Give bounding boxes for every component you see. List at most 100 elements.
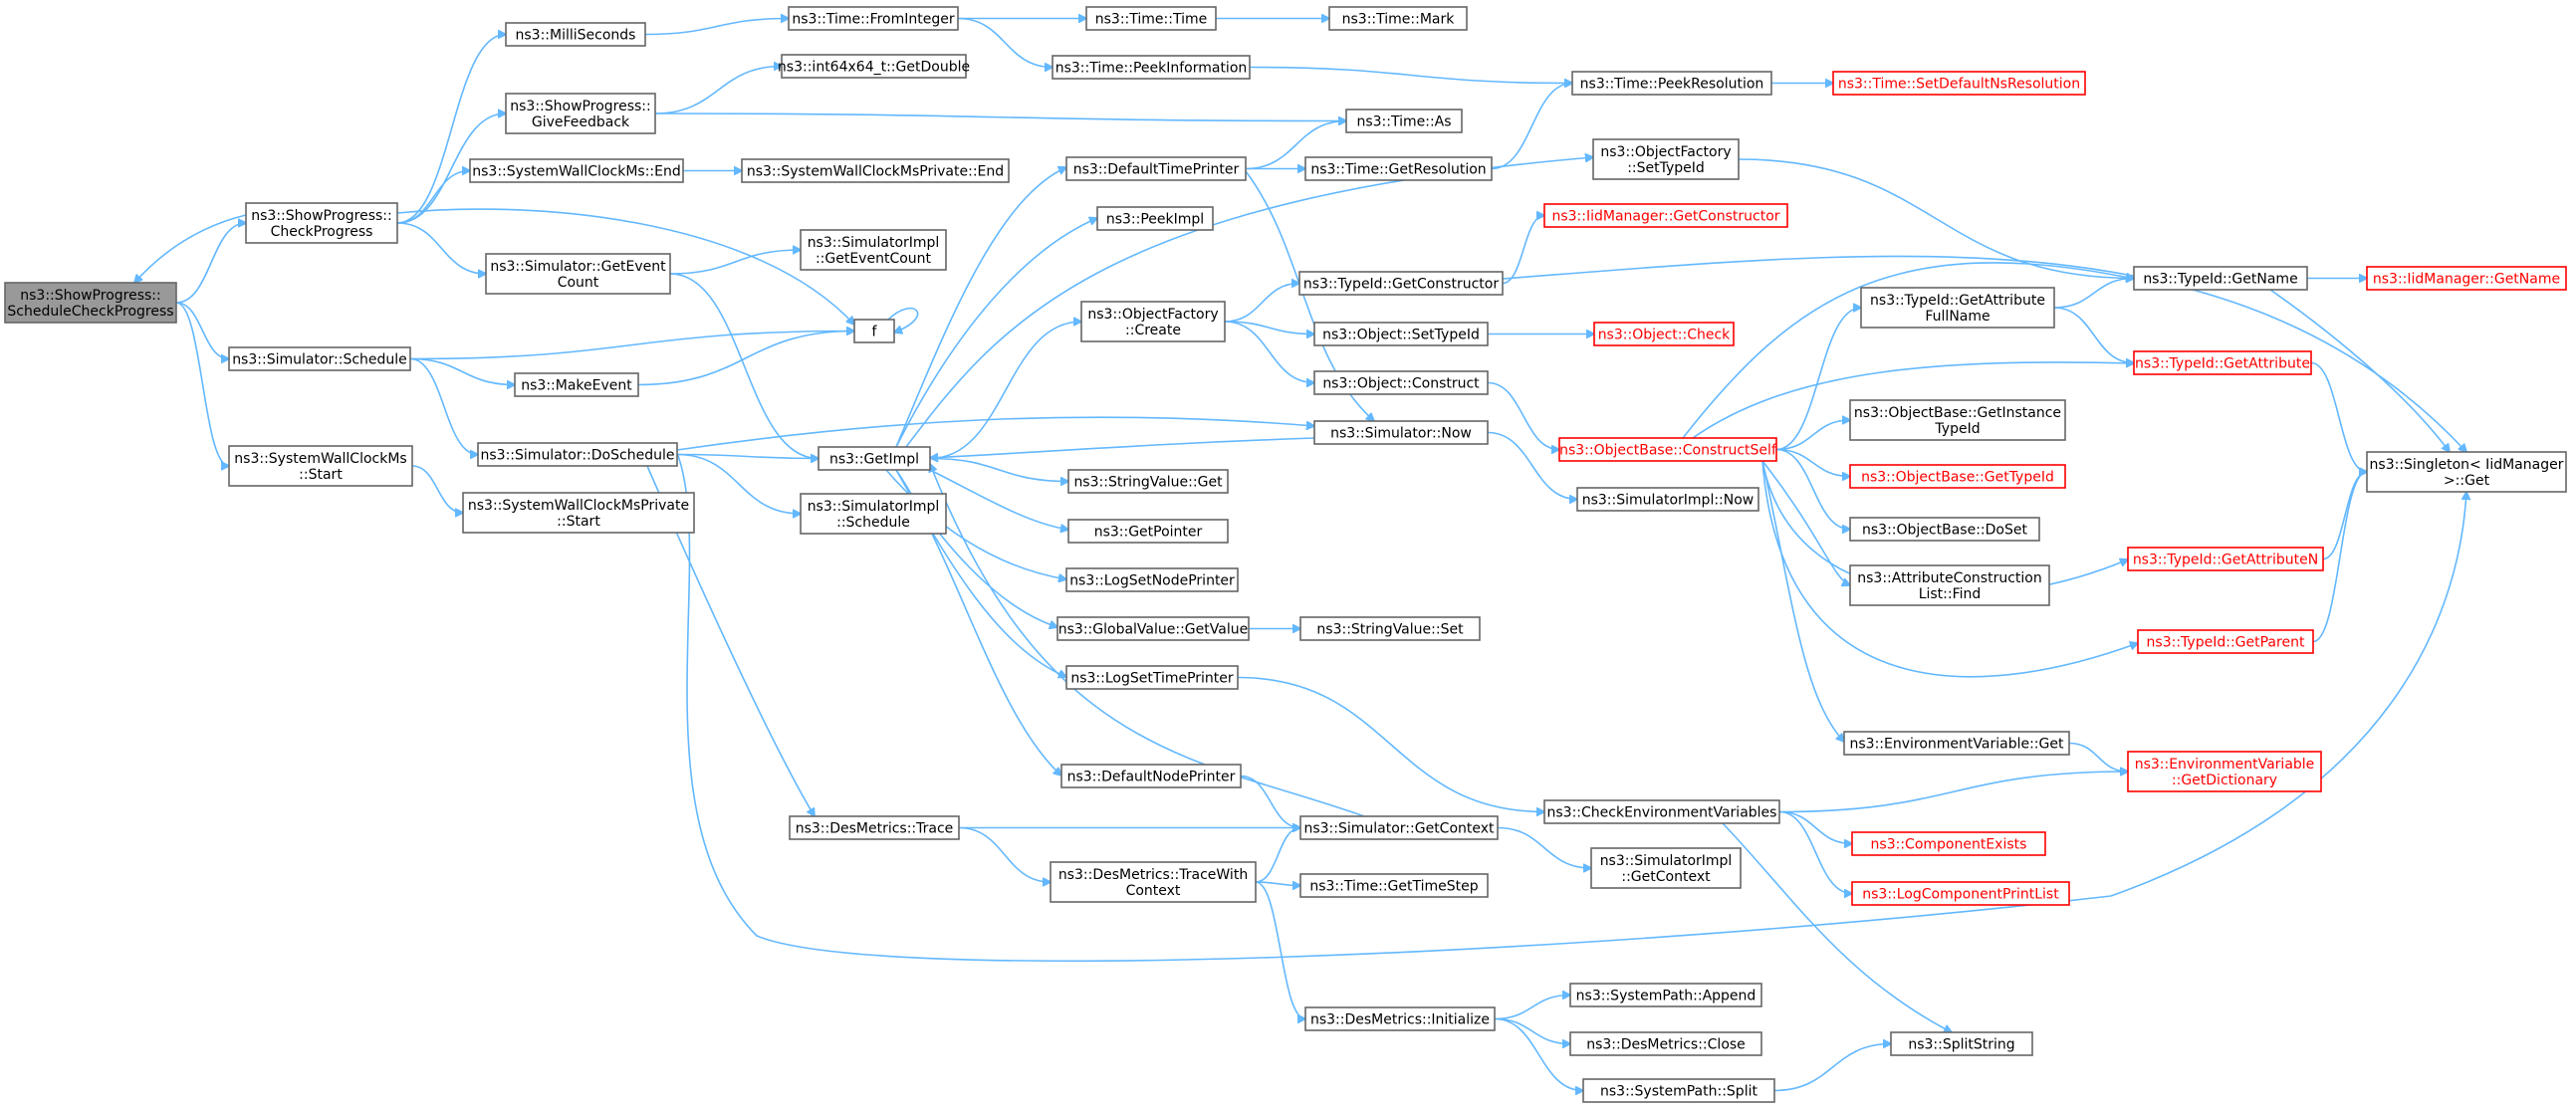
node-box[interactable] — [2366, 451, 2567, 493]
node-box[interactable] — [1067, 469, 1229, 494]
node-box[interactable] — [1569, 983, 1762, 1007]
node-box[interactable] — [1558, 437, 1777, 462]
node-simnow[interactable]: ns3::Simulator::Now — [1313, 420, 1489, 445]
node-box[interactable] — [800, 493, 947, 535]
node-box[interactable] — [1096, 206, 1214, 231]
node-box[interactable] — [1313, 370, 1489, 395]
node-box[interactable] — [1313, 420, 1489, 445]
node-box[interactable] — [853, 319, 895, 343]
node-dminit[interactable]: ns3::DesMetrics::Initialize — [1304, 1006, 1496, 1031]
node-stringset[interactable]: ns3::StringValue::Set — [1299, 616, 1481, 641]
node-wallend[interactable]: ns3::SystemWallClockMs::End — [469, 158, 684, 183]
node-box[interactable] — [1590, 847, 1742, 889]
node-defnodeprinter[interactable]: ns3::DefaultNodePrinter — [1060, 764, 1242, 788]
node-box[interactable] — [1849, 564, 2050, 606]
node-compexists[interactable]: ns3::ComponentExists — [1851, 831, 2046, 856]
node-box[interactable] — [514, 372, 639, 397]
node-schedule[interactable]: ns3::Simulator::Schedule — [228, 346, 411, 371]
node-tidgetattrn[interactable]: ns3::TypeId::GetAttributeN — [2127, 547, 2324, 571]
node-box[interactable] — [485, 253, 671, 295]
node-obdoset[interactable]: ns3::ObjectBase::DoSet — [1849, 517, 2040, 542]
node-givefeedback[interactable]: ns3::ShowProgress::GiveFeedback — [505, 93, 656, 134]
node-lognodeprinter[interactable]: ns3::LogSetNodePrinter — [1065, 567, 1239, 592]
node-box[interactable] — [789, 815, 960, 840]
node-box[interactable] — [1065, 156, 1247, 181]
node-box[interactable] — [1050, 861, 1257, 903]
node-box[interactable] — [1304, 156, 1493, 181]
node-gvgetvalue[interactable]: ns3::GlobalValue::GetValue — [1056, 616, 1250, 641]
node-box[interactable] — [462, 492, 695, 534]
node-checkprogress[interactable]: ns3::ShowProgress::CheckProgress — [245, 202, 398, 244]
node-iidgetctor[interactable]: ns3::IidManager::GetConstructor — [1543, 203, 1788, 228]
node-box[interactable] — [1582, 1078, 1775, 1103]
node-deftimeprinter[interactable]: ns3::DefaultTimePrinter — [1065, 156, 1247, 181]
node-box[interactable] — [1543, 799, 1780, 824]
node-timemark[interactable]: ns3::Time::Mark — [1328, 6, 1468, 31]
node-ofsettypeid[interactable]: ns3::ObjectFactory::SetTypeId — [1592, 138, 1740, 180]
node-box[interactable] — [1080, 301, 1226, 342]
node-f[interactable]: f — [853, 319, 895, 343]
node-implgeteventcount[interactable]: ns3::SimulatorImpl::GetEventCount — [800, 229, 947, 271]
node-box[interactable] — [1298, 271, 1504, 296]
node-stringget[interactable]: ns3::StringValue::Get — [1067, 469, 1229, 494]
node-getres[interactable]: ns3::Time::GetResolution — [1304, 156, 1493, 181]
node-box[interactable] — [505, 93, 656, 134]
node-box[interactable] — [1843, 731, 2070, 756]
node-singletonget[interactable]: ns3::Singleton< IidManager>::Get — [2366, 451, 2567, 493]
node-box[interactable] — [1592, 138, 1740, 180]
node-envgetdict[interactable]: ns3::EnvironmentVariable::GetDictionary — [2127, 751, 2322, 792]
node-box[interactable] — [800, 229, 947, 271]
node-envget[interactable]: ns3::EnvironmentVariable::Get — [1843, 731, 2070, 756]
node-tidgetname[interactable]: ns3::TypeId::GetName — [2133, 266, 2308, 291]
node-objsettypeid[interactable]: ns3::Object::SetTypeId — [1313, 322, 1489, 346]
node-timetime[interactable]: ns3::Time::Time — [1085, 6, 1217, 31]
node-box[interactable] — [505, 22, 646, 47]
node-box[interactable] — [1851, 881, 2070, 906]
node-box[interactable] — [1299, 815, 1499, 840]
node-box[interactable] — [4, 282, 177, 324]
node-box[interactable] — [245, 202, 398, 244]
node-implnow[interactable]: ns3::SimulatorImpl::Now — [1576, 487, 1759, 512]
node-peekres[interactable]: ns3::Time::PeekResolution — [1571, 71, 1772, 96]
node-box[interactable] — [1299, 616, 1481, 641]
node-implschedule[interactable]: ns3::SimulatorImpl::Schedule — [800, 493, 947, 535]
node-box[interactable] — [469, 158, 684, 183]
node-box[interactable] — [781, 54, 967, 79]
node-peekinfo[interactable]: ns3::Time::PeekInformation — [1052, 55, 1251, 80]
node-box[interactable] — [1832, 71, 2086, 96]
node-pathappend[interactable]: ns3::SystemPath::Append — [1569, 983, 1762, 1007]
node-box[interactable] — [228, 445, 413, 487]
node-box[interactable] — [2127, 547, 2324, 571]
node-doschedule[interactable]: ns3::Simulator::DoSchedule — [477, 442, 678, 467]
node-box[interactable] — [1056, 616, 1250, 641]
node-box[interactable] — [1299, 873, 1489, 898]
node-box[interactable] — [1851, 831, 2046, 856]
node-tidgetattr[interactable]: ns3::TypeId::GetAttribute — [2133, 350, 2312, 375]
node-obgettypeid[interactable]: ns3::ObjectBase::GetTypeId — [1849, 464, 2066, 489]
node-box[interactable] — [1065, 665, 1239, 690]
node-logtimeprinter[interactable]: ns3::LogSetTimePrinter — [1065, 665, 1239, 690]
node-getpointer[interactable]: ns3::GetPointer — [1067, 519, 1229, 544]
node-milliseconds[interactable]: ns3::MilliSeconds — [505, 22, 646, 47]
node-box[interactable] — [1345, 109, 1463, 133]
node-box[interactable] — [788, 6, 959, 31]
node-root[interactable]: ns3::ShowProgress::ScheduleCheckProgress — [4, 282, 177, 324]
node-box[interactable] — [1328, 6, 1468, 31]
node-dmtrace[interactable]: ns3::DesMetrics::Trace — [789, 815, 960, 840]
node-box[interactable] — [1593, 322, 1735, 346]
node-logcompprint[interactable]: ns3::LogComponentPrintList — [1851, 881, 2070, 906]
node-int64double[interactable]: ns3::int64x64_t::GetDouble — [778, 54, 970, 79]
node-box[interactable] — [1085, 6, 1217, 31]
node-gettimestep[interactable]: ns3::Time::GetTimeStep — [1299, 873, 1489, 898]
node-box[interactable] — [228, 346, 411, 371]
node-box[interactable] — [2133, 266, 2308, 291]
node-box[interactable] — [1052, 55, 1251, 80]
node-box[interactable] — [1849, 464, 2066, 489]
node-box[interactable] — [1067, 519, 1229, 544]
node-box[interactable] — [741, 158, 1010, 183]
